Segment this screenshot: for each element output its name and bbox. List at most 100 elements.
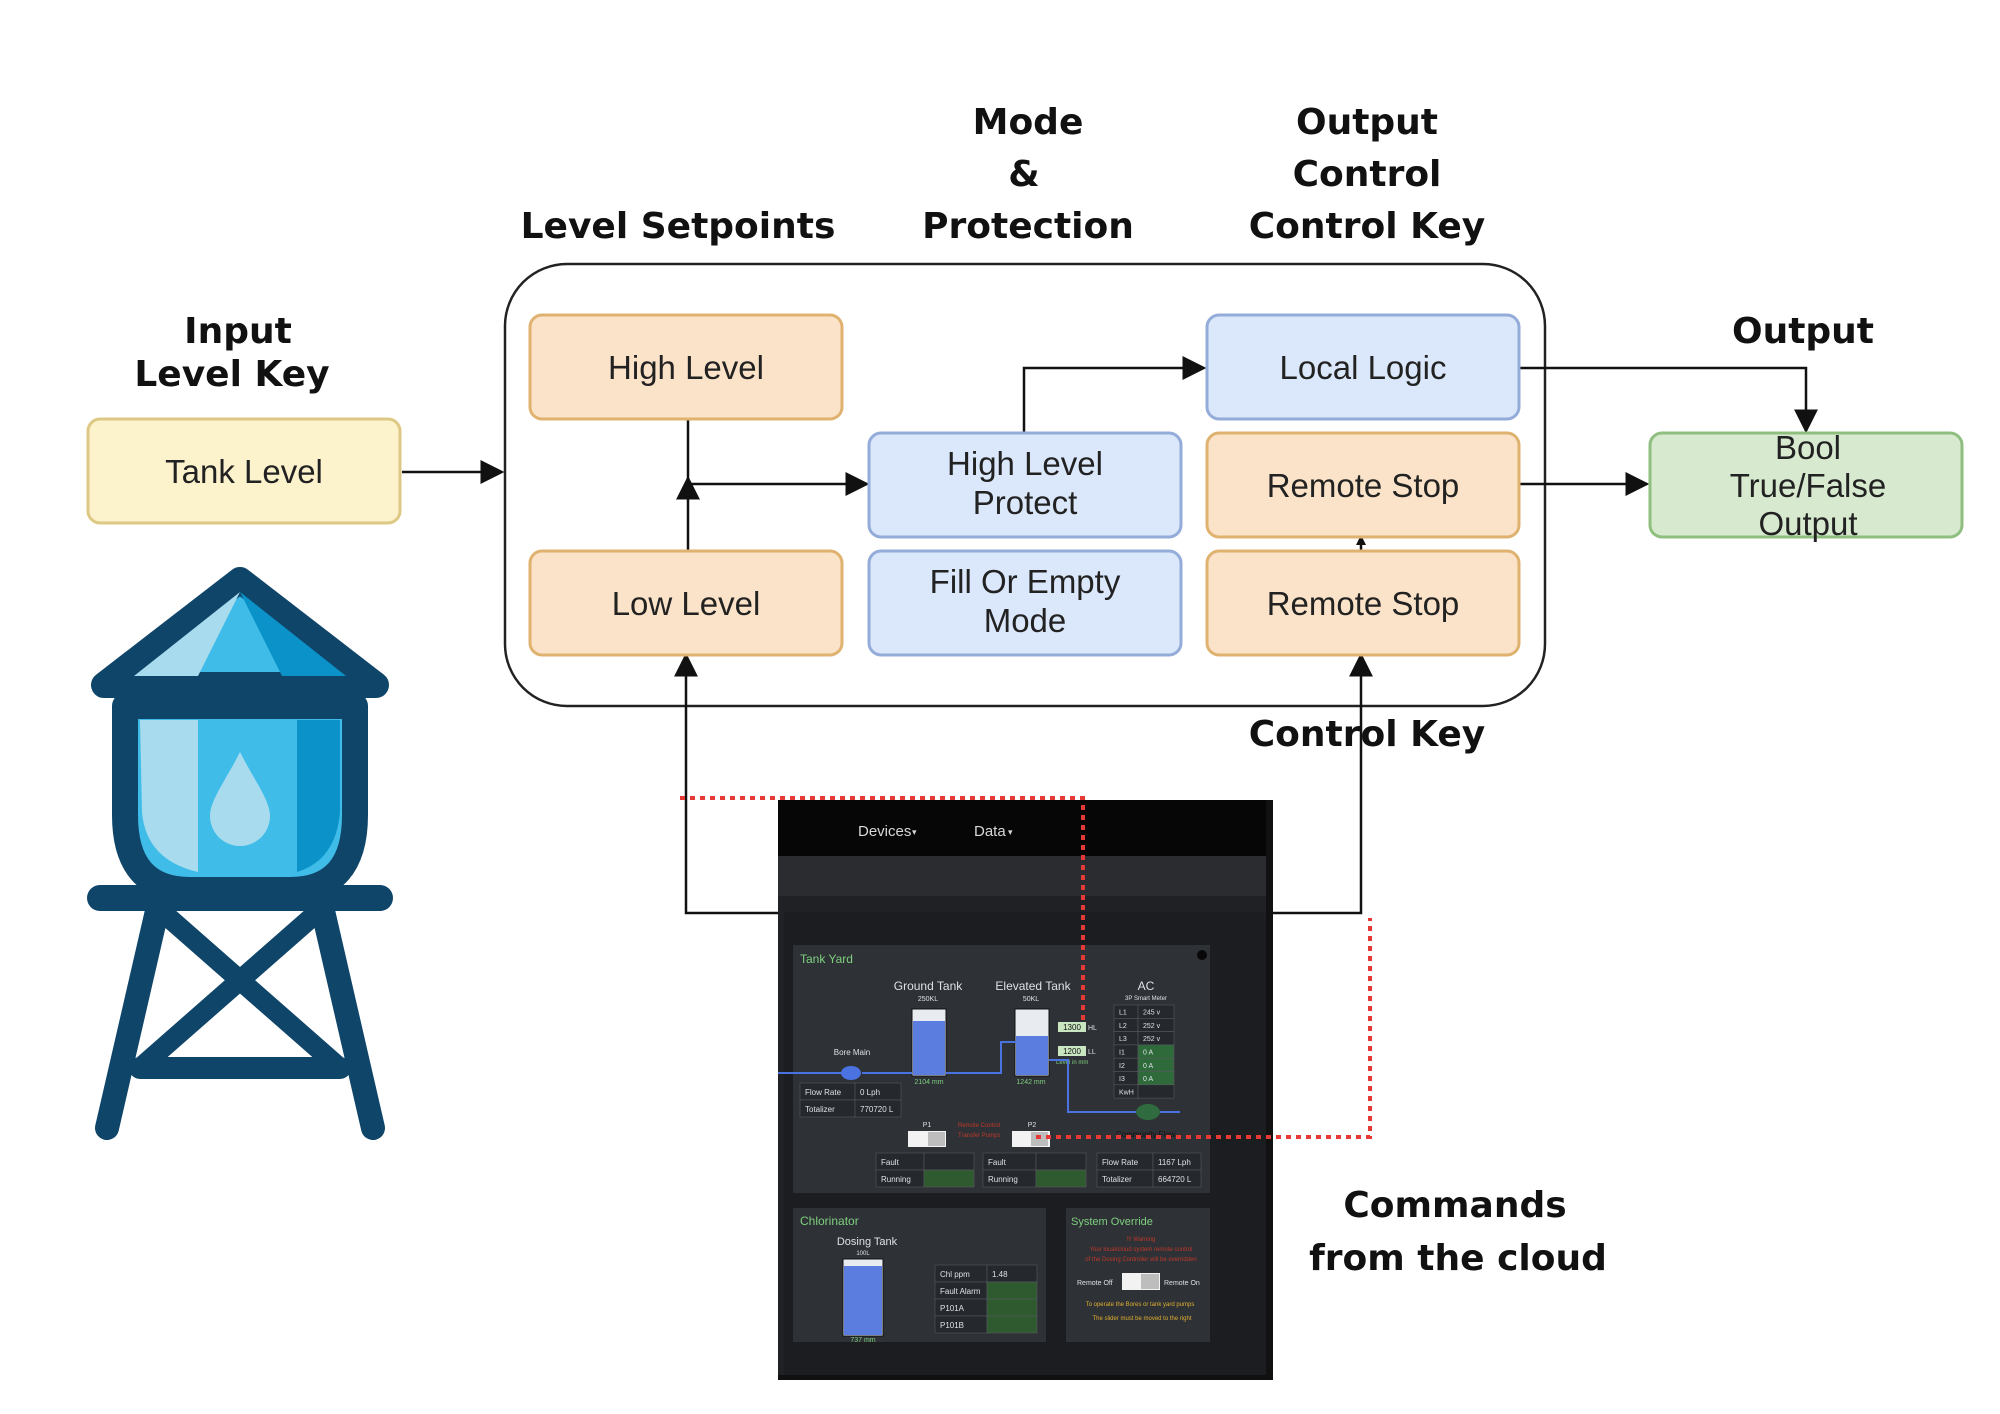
- table-cell-value: 1167 Lph: [1158, 1158, 1191, 1167]
- svg-text:Output: Output: [1296, 102, 1438, 143]
- svg-text:Bore Main: Bore Main: [834, 1048, 870, 1057]
- svg-text:250KL: 250KL: [918, 996, 938, 1003]
- remote-stop-box-bottom: Remote Stop: [1205, 549, 1521, 657]
- svg-text:Dosing Tank: Dosing Tank: [837, 1236, 898, 1248]
- tank-level-box: Tank Level: [86, 417, 402, 525]
- table-cell-label: Running: [881, 1175, 911, 1184]
- svg-text:Level Key: Level Key: [134, 354, 329, 395]
- high-setpoint-value[interactable]: 1300: [1063, 1023, 1081, 1032]
- table-cell-label: I3: [1119, 1076, 1125, 1083]
- chlorinator-panel: Chlorinator Dosing Tank 100L 737 mm Chl …: [793, 1208, 1046, 1344]
- output-control-heading: Output Control Control Key: [1249, 102, 1486, 247]
- svg-text:Mode: Mode: [973, 102, 1084, 143]
- svg-text:Remote Control: Remote Control: [958, 1123, 1000, 1129]
- svg-text:!!! Warning: !!! Warning: [1127, 1237, 1156, 1243]
- cloud-to-low-level-line: [674, 652, 778, 915]
- hmi-screenshot: Devices ▾ Data ▾ Tank Yard Ground Tank 2…: [778, 800, 1273, 1380]
- svg-text:Protection: Protection: [922, 206, 1134, 247]
- dosing-tank-fill: [844, 1266, 882, 1335]
- table-cell-label: I2: [1119, 1063, 1125, 1070]
- tank-yard-panel: Tank Yard Ground Tank 250KL 2104 mm Elev…: [778, 945, 1210, 1193]
- high-level-protect-box: High Level Protect: [867, 431, 1183, 539]
- svg-text:Mode: Mode: [984, 602, 1067, 639]
- svg-text:Chlorinator: Chlorinator: [800, 1214, 859, 1228]
- svg-text:Remote On: Remote On: [1164, 1280, 1200, 1287]
- fill-or-empty-mode-box: Fill Or Empty Mode: [867, 549, 1183, 657]
- table-cell-value: 1.48: [992, 1270, 1008, 1279]
- svg-text:100L: 100L: [856, 1251, 870, 1257]
- table-cell-value: 770720 L: [860, 1105, 894, 1114]
- table-cell-label: L3: [1119, 1036, 1127, 1043]
- nav-data[interactable]: Data: [974, 823, 1006, 840]
- table-cell-value: 664720 L: [1158, 1175, 1192, 1184]
- table-cell-value: 0 Lph: [860, 1088, 880, 1097]
- remote-stop-box-top: Remote Stop: [1205, 431, 1521, 539]
- table-cell-label: P101A: [940, 1304, 965, 1313]
- svg-text:3P Smart Meter: 3P Smart Meter: [1125, 996, 1167, 1002]
- svg-text:The slider must be moved to th: The slider must be moved to the right: [1092, 1316, 1191, 1322]
- svg-text:737 mm: 737 mm: [850, 1337, 875, 1344]
- svg-text:Remote Stop: Remote Stop: [1267, 467, 1460, 504]
- svg-text:Community Flow: Community Flow: [1116, 1130, 1176, 1139]
- svg-text:System Override: System Override: [1071, 1216, 1153, 1228]
- status-dot: [1197, 950, 1207, 960]
- svg-text:Local Logic: Local Logic: [1280, 349, 1447, 386]
- low-setpoint-value[interactable]: 1200: [1063, 1047, 1081, 1056]
- table-cell-label: Totalizer: [805, 1105, 835, 1114]
- svg-text:Control: Control: [1293, 154, 1442, 195]
- svg-text:High Level: High Level: [608, 349, 764, 386]
- table-cell-label: Totalizer: [1102, 1175, 1132, 1184]
- svg-text:Remote Off: Remote Off: [1077, 1280, 1113, 1287]
- table-cell-value: 252 v: [1143, 1036, 1161, 1043]
- cloud-command-links: [680, 796, 1372, 1139]
- bool-output-box: Bool True/False Output: [1648, 429, 1964, 542]
- commands-from-cloud-heading: Commands from the cloud: [1309, 1185, 1607, 1279]
- svg-text:Tank Level: Tank Level: [165, 453, 323, 490]
- nav-devices[interactable]: Devices: [858, 823, 911, 840]
- elevated-tank-label: Elevated Tank: [995, 979, 1071, 993]
- bore-main-meter-icon: [841, 1066, 861, 1080]
- elevated-tank-fill: [1016, 1036, 1048, 1075]
- svg-text:P2: P2: [1028, 1122, 1037, 1129]
- input-level-key-heading: Input Level Key: [134, 311, 329, 395]
- table-cell-value: 0 A: [1143, 1049, 1153, 1056]
- low-level-box: Low Level: [528, 549, 844, 657]
- local-logic-box: Local Logic: [1205, 313, 1521, 421]
- high-level-box: High Level: [528, 313, 844, 421]
- table-cell-label: KwH: [1119, 1089, 1134, 1096]
- ground-tank-label: Ground Tank: [894, 979, 963, 993]
- svg-text:Your local/cloud system remote: Your local/cloud system remote control: [1090, 1247, 1193, 1253]
- table-cell-label: I1: [1119, 1049, 1125, 1056]
- table-cell-label: Flow Rate: [805, 1088, 842, 1097]
- svg-text:Control Key: Control Key: [1249, 206, 1486, 247]
- svg-text:High Level: High Level: [947, 445, 1103, 482]
- svg-text:from the cloud: from the cloud: [1309, 1238, 1607, 1279]
- cloud-to-remote-stop-line: [1273, 652, 1373, 915]
- water-tower-icon: [87, 567, 393, 1140]
- svg-text:Bool: Bool: [1775, 429, 1841, 466]
- svg-text:Low Level: Low Level: [612, 585, 761, 622]
- table-cell-label: L2: [1119, 1023, 1127, 1030]
- community-flow-meter-icon: [1136, 1104, 1160, 1120]
- mode-protection-heading: Mode & Protection: [922, 102, 1134, 247]
- table-cell-label: Fault Alarm: [940, 1287, 981, 1296]
- svg-text:Level in mm: Level in mm: [1056, 1060, 1088, 1066]
- table-cell-value: 252 v: [1143, 1023, 1161, 1030]
- table-cell-label: Fault: [988, 1158, 1007, 1167]
- svg-text:HL: HL: [1088, 1025, 1097, 1032]
- svg-text:1242 mm: 1242 mm: [1016, 1079, 1045, 1086]
- svg-text:Transfer Pumps: Transfer Pumps: [958, 1133, 1000, 1139]
- table-cell-label: Chl ppm: [940, 1270, 970, 1279]
- cloud-to-setpoint-link: [680, 796, 1085, 1022]
- svg-text:Commands: Commands: [1343, 1185, 1566, 1226]
- output-heading: Output: [1732, 311, 1874, 352]
- svg-text:of the Dosing Controller will: of the Dosing Controller will be overrid…: [1085, 1257, 1196, 1263]
- svg-text:2104 mm: 2104 mm: [914, 1079, 943, 1086]
- table-cell-value: 245 v: [1143, 1010, 1161, 1017]
- local-logic-to-output-arrow: [1519, 366, 1818, 434]
